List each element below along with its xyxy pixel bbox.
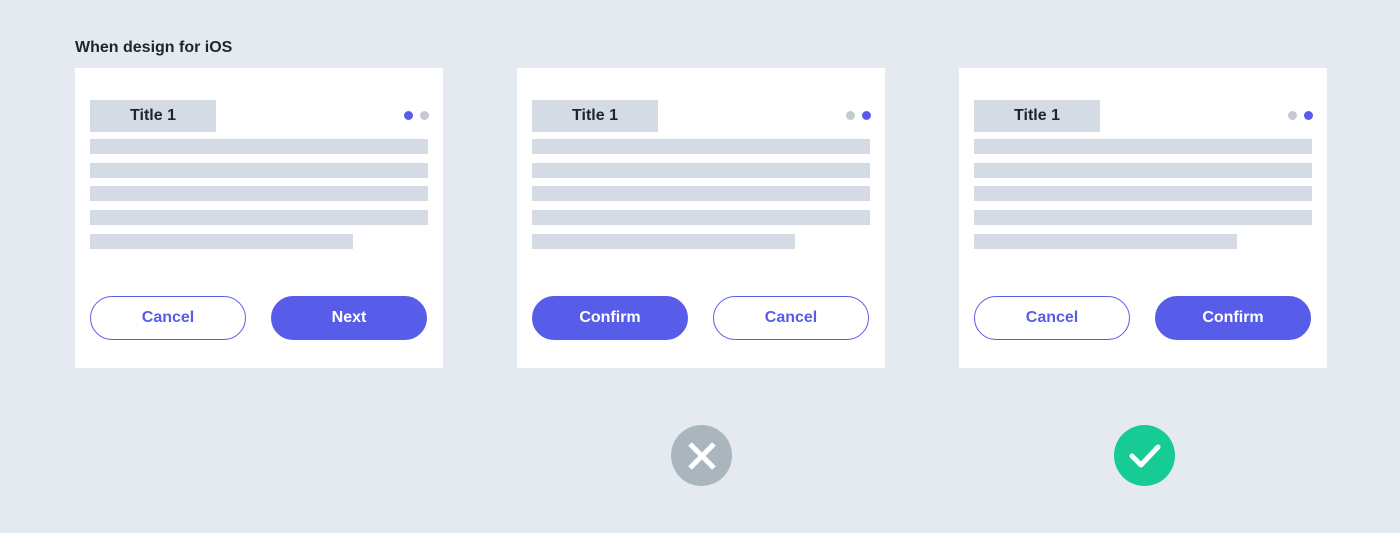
- cancel-button[interactable]: Cancel: [90, 296, 246, 340]
- text-placeholder-line: [532, 139, 870, 154]
- text-placeholder-line: [974, 186, 1312, 201]
- text-placeholder-line: [90, 234, 353, 249]
- cancel-button[interactable]: Cancel: [974, 296, 1130, 340]
- page-dot-1: [846, 111, 855, 120]
- text-placeholder-line: [90, 139, 428, 154]
- confirm-button[interactable]: Confirm: [532, 296, 688, 340]
- cancel-button[interactable]: Cancel: [713, 296, 869, 340]
- page-indicator: [846, 111, 871, 120]
- dialog-card-3: Title 1 Cancel Confirm: [959, 68, 1327, 368]
- dialog-title: Title 1: [974, 100, 1100, 132]
- text-placeholder-line: [90, 163, 428, 178]
- confirm-button[interactable]: Confirm: [1155, 296, 1311, 340]
- page-dot-1: [404, 111, 413, 120]
- dialog-title: Title 1: [532, 100, 658, 132]
- page-dot-2: [862, 111, 871, 120]
- next-button[interactable]: Next: [271, 296, 427, 340]
- check-icon: [1114, 425, 1175, 486]
- text-placeholder-line: [974, 163, 1312, 178]
- text-placeholder-line: [532, 210, 870, 225]
- text-placeholder-line: [90, 186, 428, 201]
- page-dot-2: [1304, 111, 1313, 120]
- page-dot-1: [1288, 111, 1297, 120]
- dialog-card-2: Title 1 Confirm Cancel: [517, 68, 885, 368]
- page-indicator: [404, 111, 429, 120]
- dialog-title: Title 1: [90, 100, 216, 132]
- text-placeholder-line: [532, 163, 870, 178]
- heading: When design for iOS: [75, 39, 233, 56]
- page-dot-2: [420, 111, 429, 120]
- text-placeholder-line: [974, 139, 1312, 154]
- text-placeholder-line: [90, 210, 428, 225]
- text-placeholder-line: [974, 210, 1312, 225]
- page-indicator: [1288, 111, 1313, 120]
- text-placeholder-line: [974, 234, 1237, 249]
- text-placeholder-line: [532, 234, 795, 249]
- text-placeholder-line: [532, 186, 870, 201]
- cross-icon: [671, 425, 732, 486]
- dialog-card-1: Title 1 Cancel Next: [75, 68, 443, 368]
